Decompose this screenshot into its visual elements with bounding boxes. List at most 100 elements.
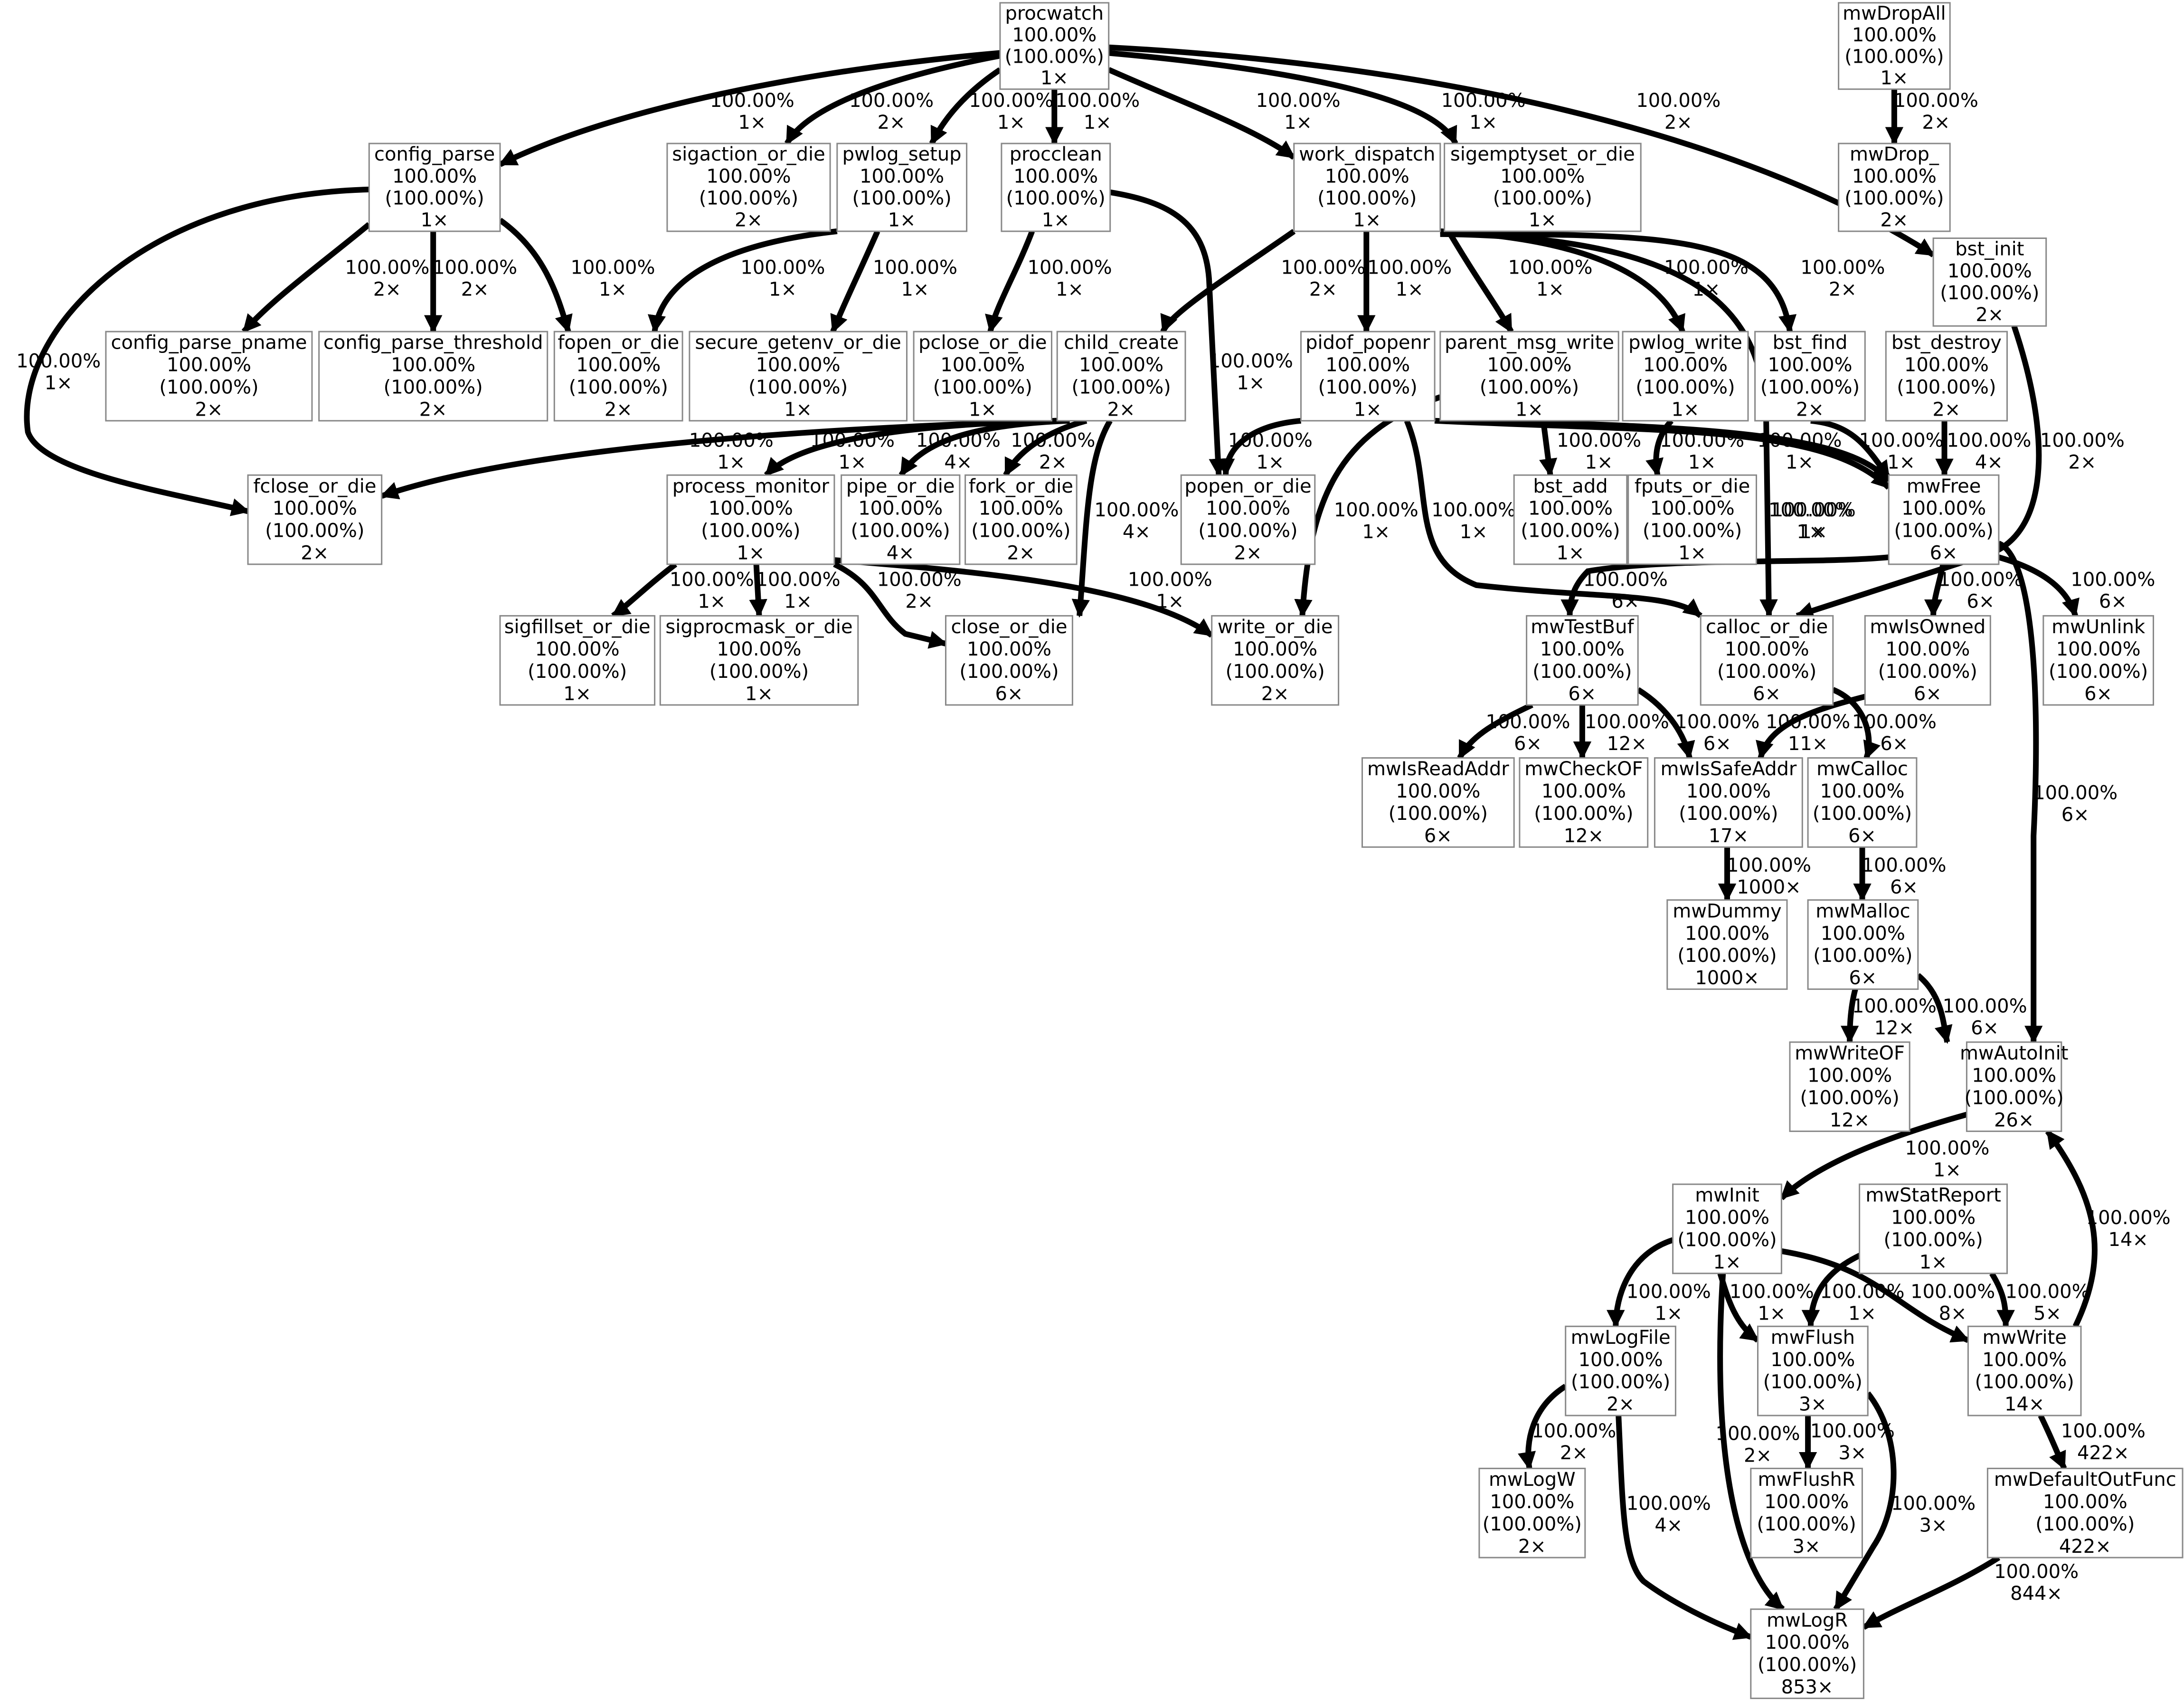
node-self-percent: 100.00%	[1764, 1491, 1849, 1513]
node-self-percent: 100.00%	[1325, 354, 1410, 376]
node-self-percent: 100.00%	[273, 498, 357, 520]
node-cumulative-percent: (100.00%)	[1480, 377, 1579, 399]
node-box	[1180, 474, 1316, 565]
node-call-count: 1×	[1040, 67, 1068, 89]
edge-arrow	[1108, 50, 1458, 145]
edge-arrow	[834, 557, 1214, 638]
edge-arrow	[1107, 67, 1296, 160]
node-call-count: 4×	[887, 542, 915, 564]
edge-arrow	[1616, 1415, 1753, 1640]
node-call-count: 1×	[1353, 209, 1381, 231]
edge-calls: 1×	[1156, 591, 1184, 613]
edge-label: 100.00%3×	[1810, 1420, 1895, 1464]
node-function-name: config_parse_pname	[111, 332, 307, 354]
edge-percent: 100.00%	[1716, 1423, 1800, 1445]
node-function-name: close_or_die	[951, 616, 1067, 638]
edge-label: 100.00%4×	[916, 429, 1001, 473]
edge-percent: 100.00%	[1585, 711, 1669, 733]
edge-calls: 6×	[1703, 733, 1731, 755]
node-cumulative-percent: (100.00%)	[1894, 520, 1994, 542]
node-function-name: mwMalloc	[1815, 900, 1910, 922]
node-self-percent: 100.00%	[1686, 780, 1771, 802]
node-box	[1754, 331, 1866, 422]
node-self-percent: 100.00%	[1885, 638, 1970, 660]
node-cumulative-percent: (100.00%)	[2049, 661, 2148, 683]
edge-calls: 6×	[1514, 733, 1542, 755]
edge-calls: 1×	[1536, 279, 1564, 301]
edge-work_dispatch-to-child_create	[1160, 228, 1296, 333]
edge-calls: 2×	[1744, 1445, 1772, 1467]
edge-label: 100.00%6×	[1583, 569, 1668, 613]
node-box	[1750, 1608, 1864, 1699]
edge-calls: 1×	[738, 112, 766, 133]
node-call-count: 2×	[1932, 399, 1960, 421]
node-function-name: calloc_or_die	[1706, 616, 1828, 638]
edge-percent: 100.00%	[1028, 257, 1112, 279]
node-cumulative-percent: (100.00%)	[1763, 1371, 1863, 1393]
edge-calls: 8×	[1939, 1303, 1967, 1325]
node-function-name: pidof_popenr	[1305, 332, 1430, 354]
edge-calls: 2×	[2068, 451, 2096, 473]
node-mwDrop_[interactable]: mwDrop_100.00%(100.00%)2×	[1838, 143, 1951, 232]
